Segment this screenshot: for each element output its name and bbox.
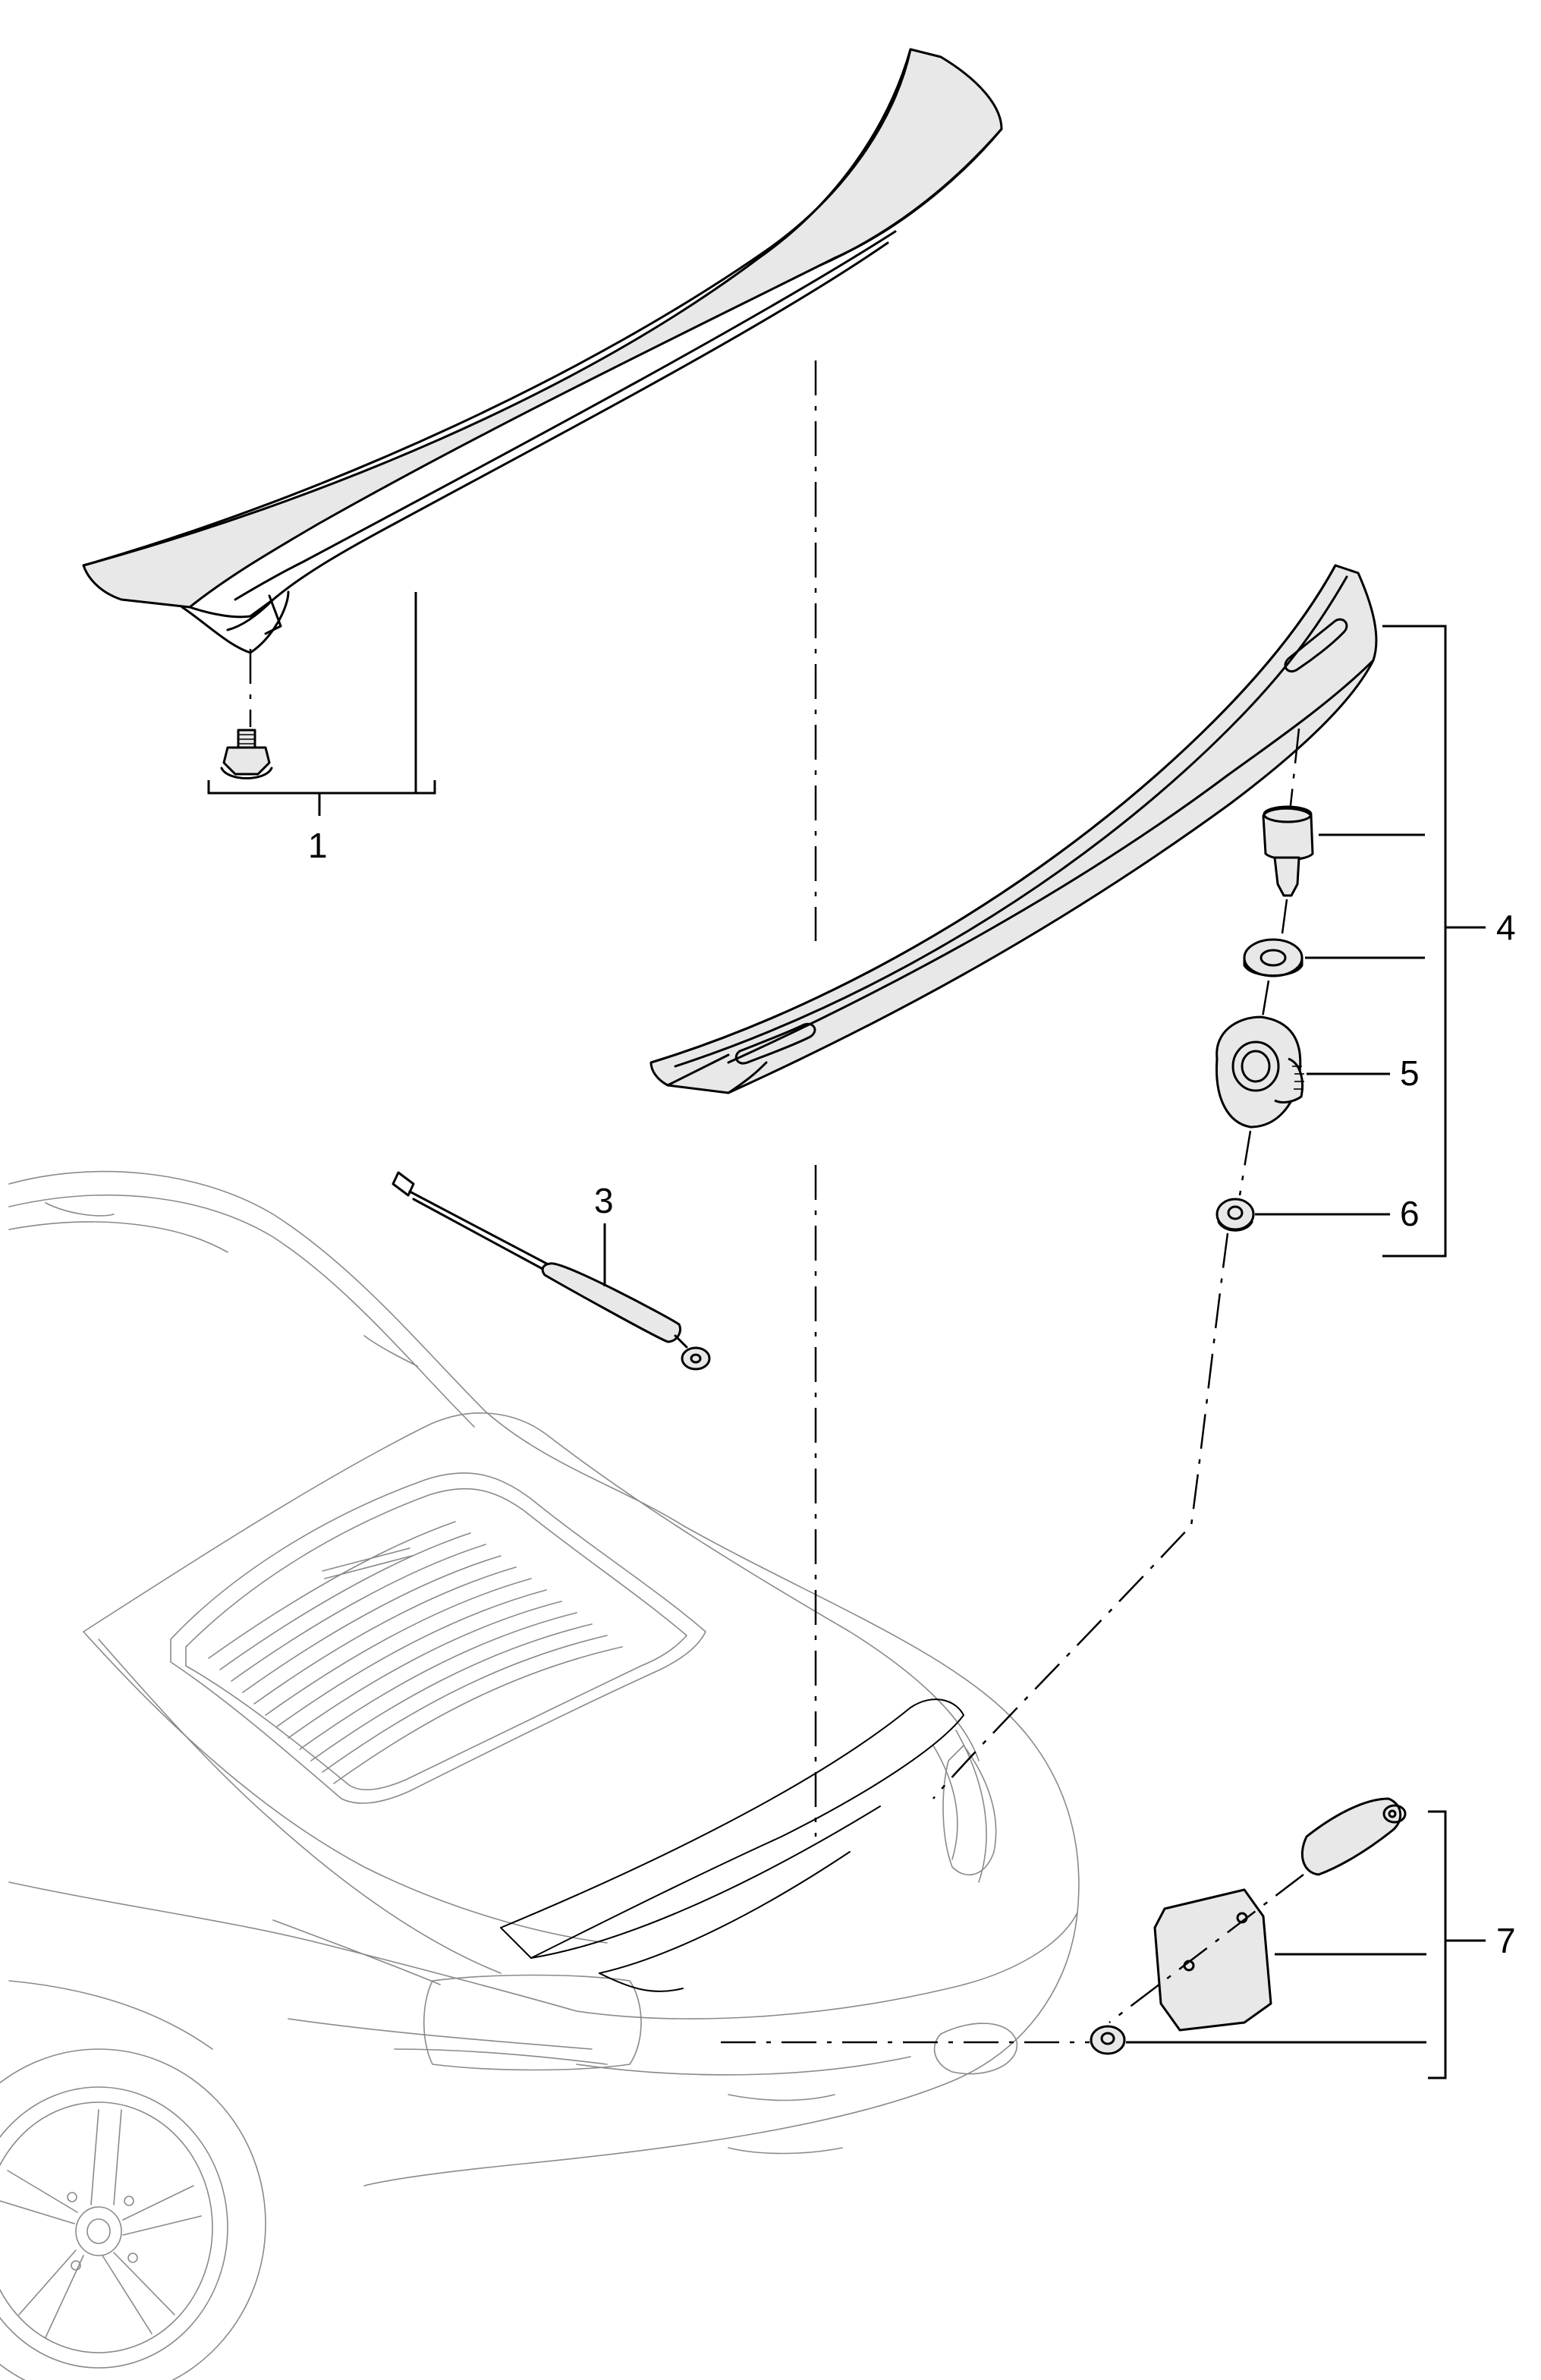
part-7-cover-plate [1153,1888,1272,2032]
callout-5: 5 [1400,1053,1420,1093]
part-1-spoiler-wing [82,48,1003,654]
part-4-pin [1262,805,1314,897]
part-4-washer [1243,938,1304,978]
vehicle-rear-outline [0,1170,1080,2380]
callout-4-bracket [1255,625,1486,1258]
callout-7: 7 [1496,1921,1516,1960]
part-4-spoiler-cover [649,564,1378,1094]
callout-4: 4 [1496,908,1516,947]
callout-3: 3 [594,1181,614,1220]
rear-wheel [0,2048,266,2380]
part-7-lock-cylinder [1300,1797,1407,1876]
callout-7-bracket [1126,1810,1486,2079]
callout-1-bracket [207,592,436,816]
grommet-to-nut-line [1238,1130,1252,1196]
washer-to-grommet-line [1261,980,1270,1018]
part-5-grommet [1215,1015,1304,1129]
pin-to-washer-line [1281,899,1288,934]
part-4-fastening-line [1288,728,1300,813]
part-1-bolt [220,729,273,779]
callout-6: 6 [1400,1194,1420,1233]
part-7-assembly-line [1109,1874,1304,2023]
part-3-gas-strut [392,1171,711,1371]
nut-to-vehicle-line [932,1232,1229,1799]
part-7-grommet [1090,2025,1126,2055]
part-6-nut [1216,1198,1255,1232]
callout-1: 1 [308,826,328,865]
